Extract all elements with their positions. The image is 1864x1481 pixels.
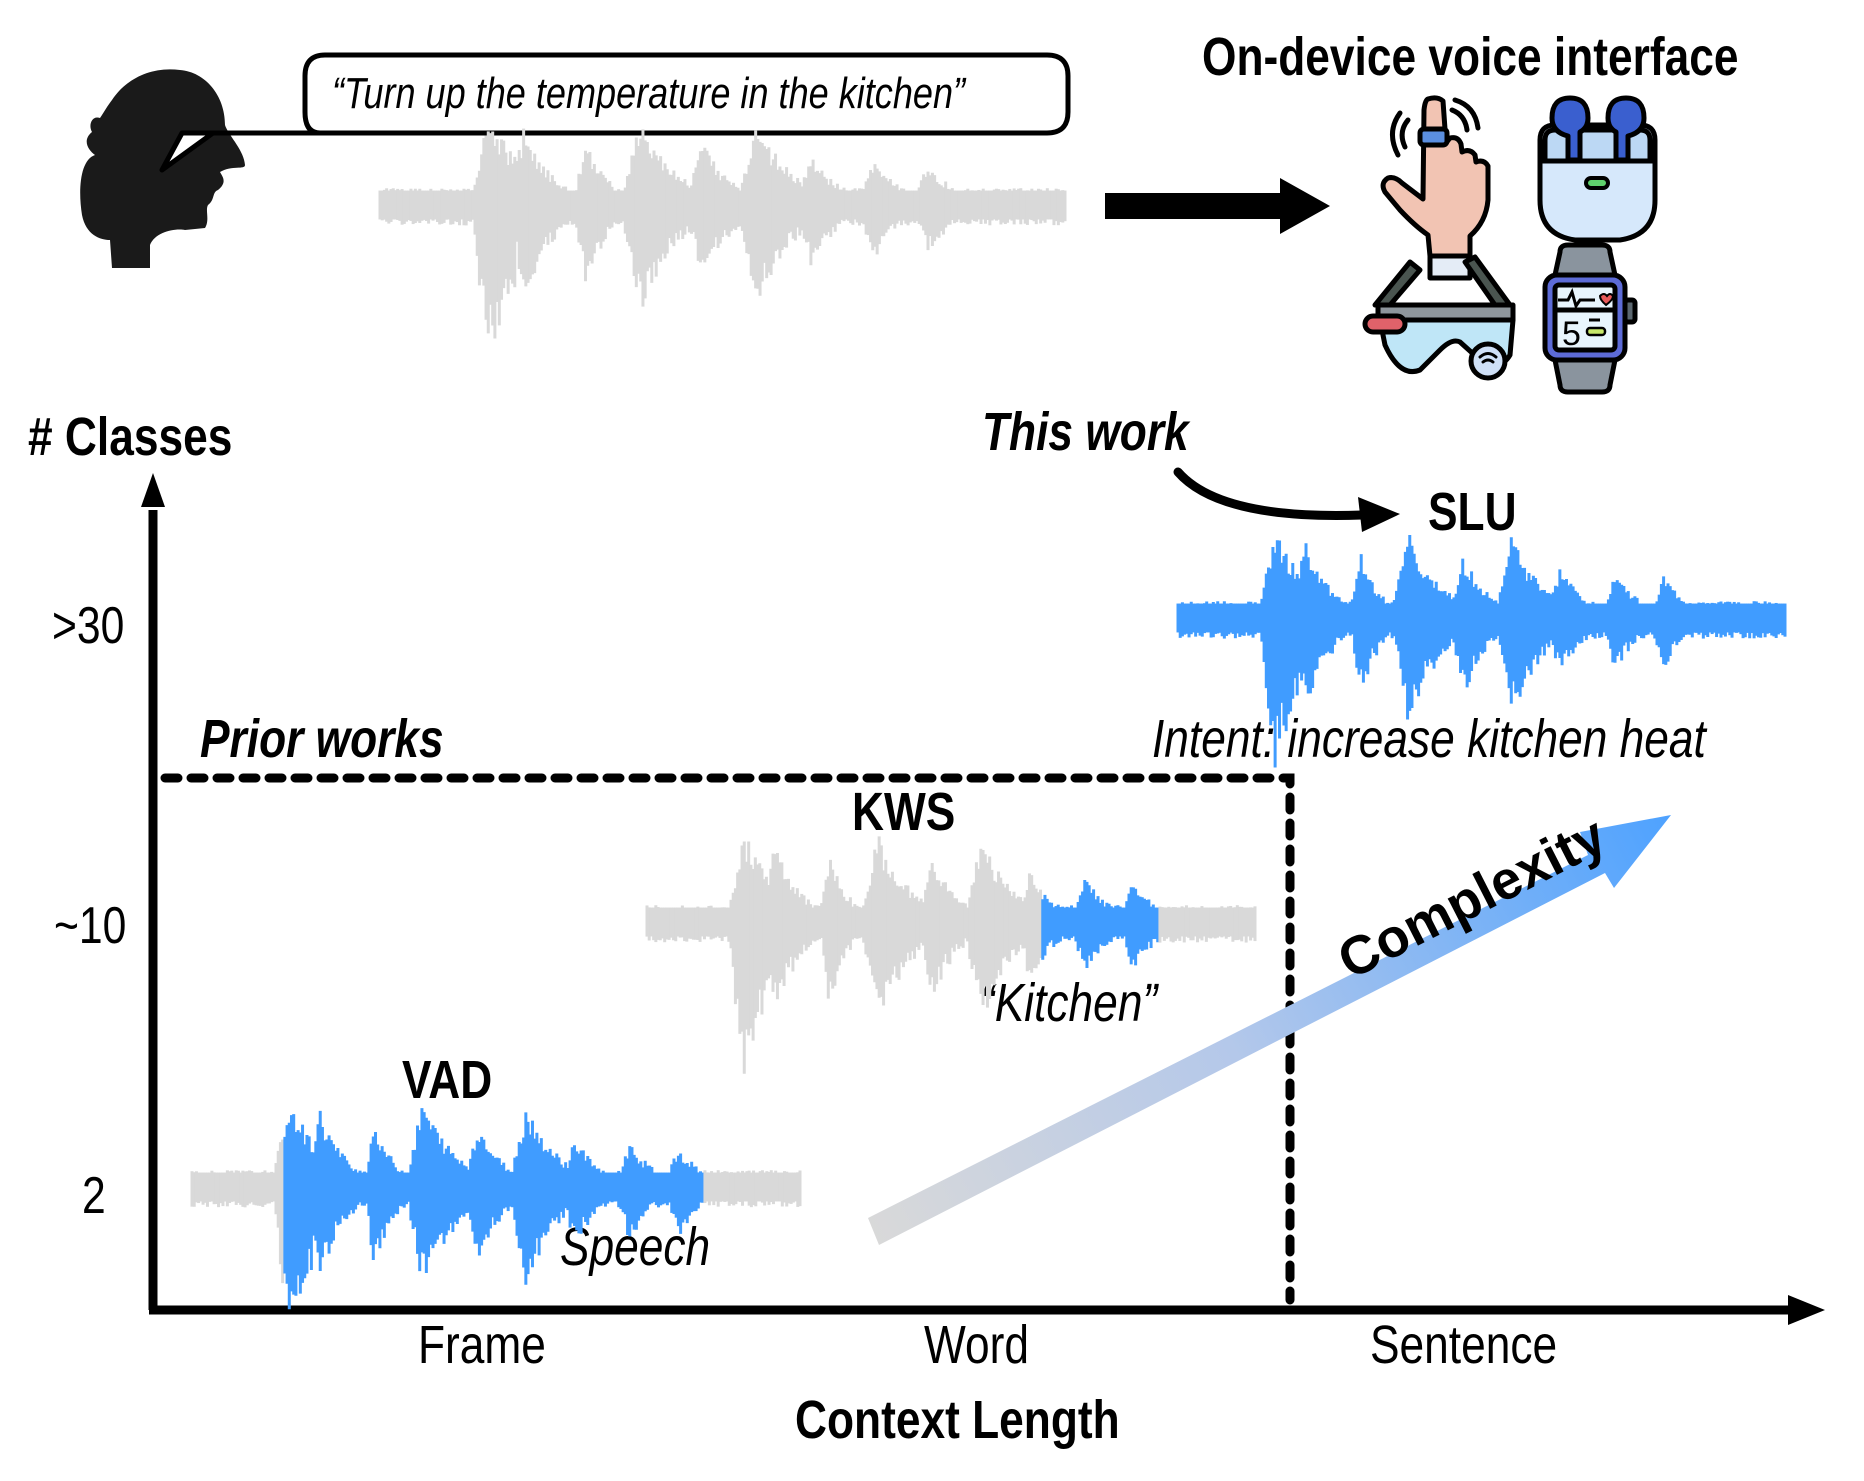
complexity-arrow-shape [868,815,1671,1245]
slu-waveform [1176,534,1787,768]
device-panel-title: On-device voice interface [1202,30,1856,84]
vad-text: VAD [402,1050,493,1110]
slu-intent-text: Intent: increase kitchen heat [1152,709,1706,769]
watch-display-digit: 5 [1562,315,1581,353]
kws-annotation: “Kitchen” [980,976,1196,1030]
prior-works-label: Prior works [200,712,497,766]
x-tick-frame: Frame [418,1318,574,1372]
y-axis-title: # Classes [28,410,277,464]
slu-text: SLU [1428,482,1517,542]
device-title-label: On-device voice interface [1202,27,1739,87]
vad-waveform [190,1108,802,1310]
prior-works-region [160,773,1295,1305]
kws-text: KWS [852,782,956,842]
utterance-text: “Turn up the temperature in the kitchen” [332,72,1104,116]
prior-works-text: Prior works [200,709,444,769]
task-label-vad: VAD [402,1053,512,1107]
this-work-text: This work [982,402,1189,462]
utterance-label: “Turn up the temperature in the kitchen” [332,69,966,118]
x-tick-word: Word [924,1318,1052,1372]
x-axis-arrowhead [1788,1295,1825,1325]
x-tick-label: Word [924,1315,1029,1375]
y-tick-label: ~10 [54,897,127,955]
x-tick-label: Frame [418,1315,546,1375]
y-tick-approx10: ~10 [54,900,142,952]
y-tick-label: >30 [52,597,125,655]
y-tick-label: 2 [82,1167,106,1225]
y-tick-gt30: >30 [52,600,140,652]
x-axis-title-label: Context Length [795,1390,1120,1450]
slu-annotation: Intent: increase kitchen heat [1152,712,1827,766]
kws-waveform [645,836,1257,1074]
task-label-slu: SLU [1428,485,1536,539]
x-axis-title: Context Length [795,1393,1191,1447]
this-work-label: This work [982,405,1234,459]
task-label-kws: KWS [852,785,978,839]
x-tick-sentence: Sentence [1370,1318,1598,1372]
kws-keyword-text: “Kitchen” [980,973,1158,1033]
y-axis-arrowhead [141,473,165,507]
y-tick-2: 2 [82,1170,111,1222]
x-tick-label: Sentence [1370,1315,1558,1375]
y-axis-title-label: # Classes [28,407,233,467]
